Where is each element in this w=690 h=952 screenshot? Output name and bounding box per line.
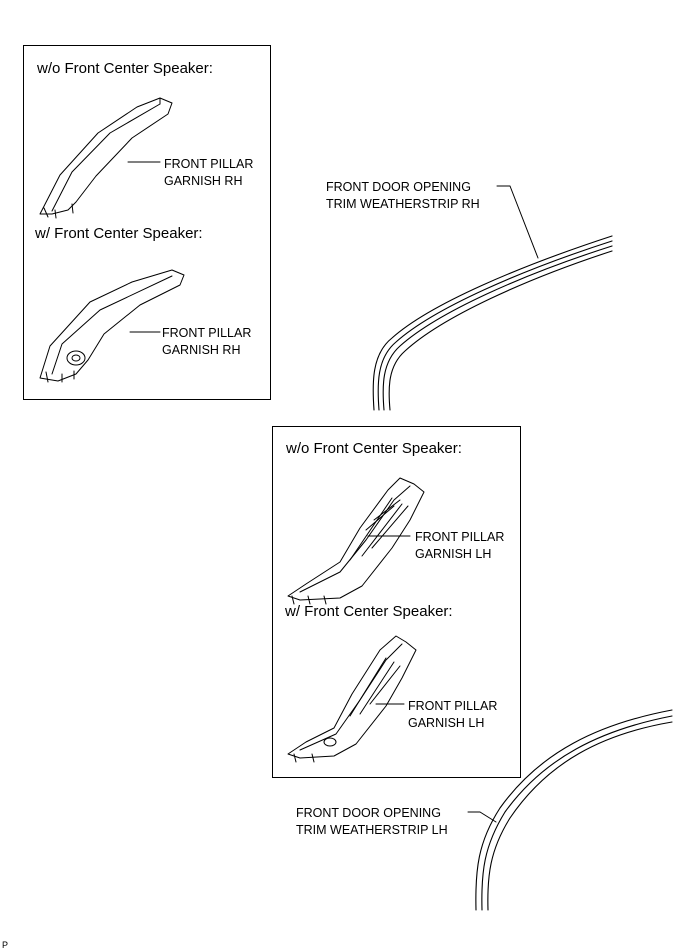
lh-garnish-illustration-a bbox=[287, 477, 425, 605]
weatherstrip-lh-leader bbox=[467, 811, 497, 823]
rh-without-speaker-heading: w/o Front Center Speaker: bbox=[37, 60, 213, 77]
lh-with-speaker-heading: w/ Front Center Speaker: bbox=[285, 603, 453, 620]
rh-with-speaker-heading: w/ Front Center Speaker: bbox=[35, 225, 203, 242]
weatherstrip-rh-illustration bbox=[372, 235, 613, 411]
lh-without-speaker-heading: w/o Front Center Speaker: bbox=[286, 440, 462, 457]
corner-code: P bbox=[2, 940, 9, 950]
weatherstrip-rh-leader bbox=[496, 185, 539, 259]
rh-garnish-illustration-b bbox=[39, 269, 185, 383]
speaker-grille bbox=[66, 350, 86, 366]
lh-garnish-illustration-b bbox=[287, 635, 417, 763]
weatherstrip-lh-illustration bbox=[475, 709, 673, 911]
rh-garnish-illustration-a bbox=[39, 97, 173, 219]
